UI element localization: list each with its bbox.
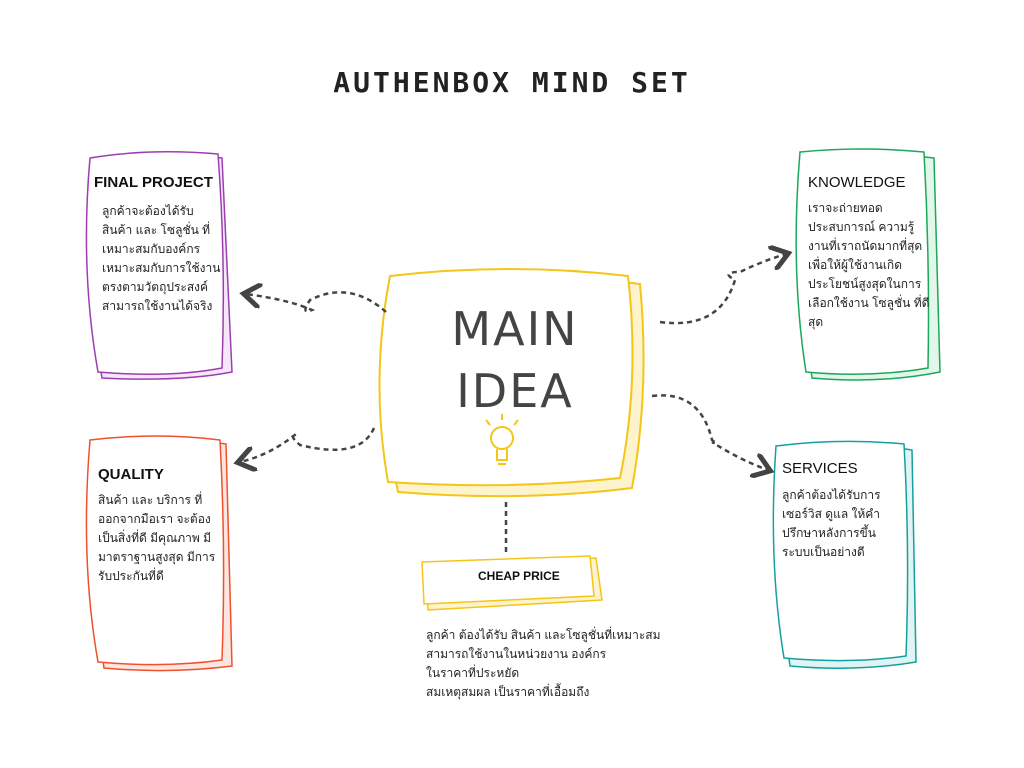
arrow-to-quality: [240, 427, 376, 462]
services-text: ลูกค้าต้องได้รับการ เซอร์วิส ดูแล ให้คำ …: [782, 488, 881, 559]
final-project-heading: FINAL PROJECT: [94, 174, 213, 191]
main-idea-box: [378, 268, 645, 498]
final-project-box: [85, 151, 233, 380]
quality-heading: QUALITY: [98, 466, 164, 483]
arrow-to-services: [651, 394, 768, 470]
final-project-text: ลูกค้าจะต้องได้รับ สินค้า และ โซลูชั่น ท…: [102, 204, 221, 313]
quality-text: สินค้า และ บริการ ที่ ออกจากมือเรา จะต้อ…: [98, 493, 216, 583]
arrow-to-knowledge: [659, 254, 786, 325]
main-idea: MAIN IDEA: [420, 298, 610, 422]
lightbulb-icon: [485, 414, 519, 465]
main-idea-line2: IDEA: [456, 364, 574, 418]
connector-arrows: [240, 254, 786, 556]
knowledge-box: [795, 148, 941, 381]
cheap-price-text: ลูกค้า ต้องได้รับ สินค้า และโซลูชั่นที่เ…: [426, 628, 661, 699]
services-box: [772, 440, 917, 669]
services-heading: SERVICES: [782, 460, 858, 477]
cheap-price-box: [421, 555, 603, 611]
page-title: AUTHENBOX MIND SET: [333, 66, 691, 99]
main-idea-line1: MAIN: [451, 302, 579, 356]
quality-box: [85, 435, 233, 672]
knowledge-heading: KNOWLEDGE: [808, 174, 906, 191]
cheap-price-heading: CHEAP PRICE: [478, 569, 560, 583]
arrow-to-final-project: [246, 292, 387, 313]
knowledge-text: เราจะถ่ายทอด ประสบการณ์ ความรู้ งานที่เร…: [808, 201, 930, 329]
